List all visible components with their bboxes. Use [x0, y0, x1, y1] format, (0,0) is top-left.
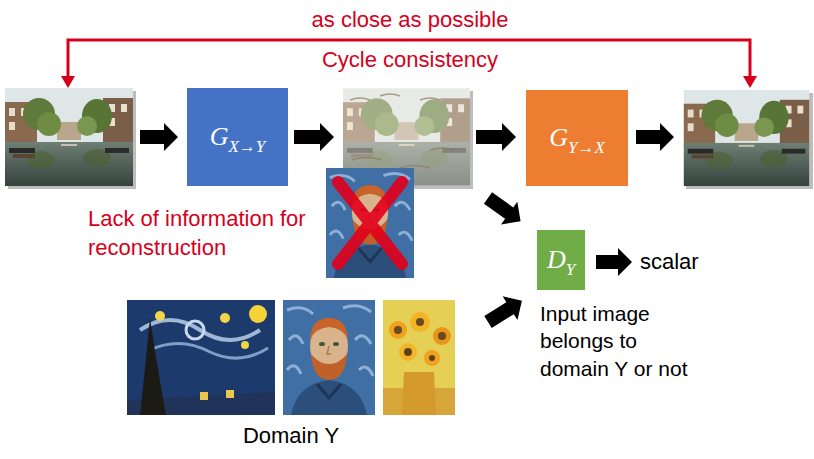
- rejected-portrait: [326, 168, 414, 278]
- symbol-subscript: Y: [566, 260, 575, 279]
- discriminator-box: DY: [537, 230, 585, 290]
- portrait-painting: [283, 300, 375, 415]
- sunflowers-painting: [383, 300, 455, 415]
- output-label: scalar: [640, 248, 760, 277]
- box-label: DY: [547, 245, 575, 275]
- box-label: GY→X: [549, 123, 605, 153]
- generator-box: GY→X: [526, 90, 628, 186]
- bracket-label: Cycle consistency: [257, 46, 563, 75]
- reconstructed-photo: [684, 90, 813, 189]
- box-label: GX→Y: [210, 122, 266, 152]
- description-text: Input image belongs to domain Y or not: [540, 300, 710, 382]
- bracket-label: as close as possible: [257, 6, 563, 35]
- cycle-bracket: [61, 40, 757, 88]
- symbol-letter: D: [547, 245, 566, 274]
- symbol-subscript: X→Y: [228, 137, 265, 156]
- note-text: Lack of information for reconstruction: [88, 205, 318, 262]
- generator-box: GX→Y: [187, 88, 288, 186]
- symbol-letter: G: [549, 123, 568, 152]
- starry-night-painting: [127, 300, 275, 415]
- source-photo: [5, 88, 136, 189]
- symbol-subscript: Y→X: [568, 138, 605, 157]
- domain-label: Domain Y: [216, 422, 366, 451]
- symbol-letter: G: [210, 122, 229, 151]
